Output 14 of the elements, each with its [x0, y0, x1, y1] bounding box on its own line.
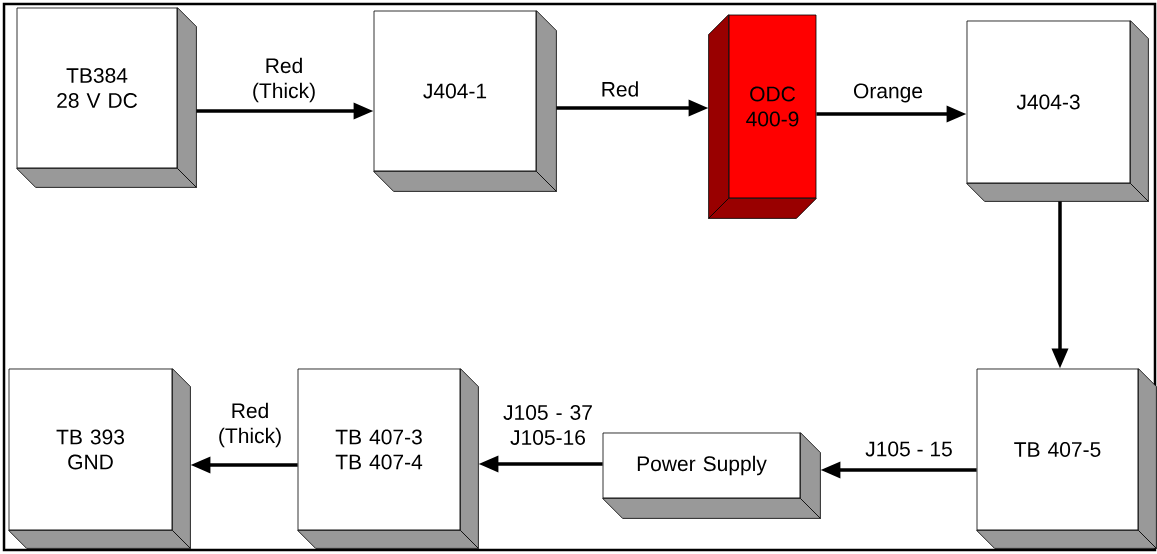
edge-label: Red (Thick) [211, 401, 289, 449]
block-box: TB384 28 V DC [16, 7, 197, 188]
edge-label: Orange [852, 82, 924, 104]
block-box: J404-3 [966, 20, 1149, 202]
block-box: ODC 400-9 [708, 14, 817, 219]
edge-label: J105 - 37 J105-16 [497, 404, 599, 446]
block-box: TB 407-5 [976, 368, 1157, 549]
edge-label: Red (Thick) [245, 56, 323, 104]
block-box: TB 393 GND [8, 368, 191, 549]
edge-label: J105 - 15 [864, 440, 954, 458]
block-box: J404-1 [373, 10, 557, 192]
block-box: TB 407-3 TB 407-4 [297, 368, 479, 549]
edge-label: Red [599, 80, 641, 98]
block-box: Power Supply [602, 432, 821, 519]
